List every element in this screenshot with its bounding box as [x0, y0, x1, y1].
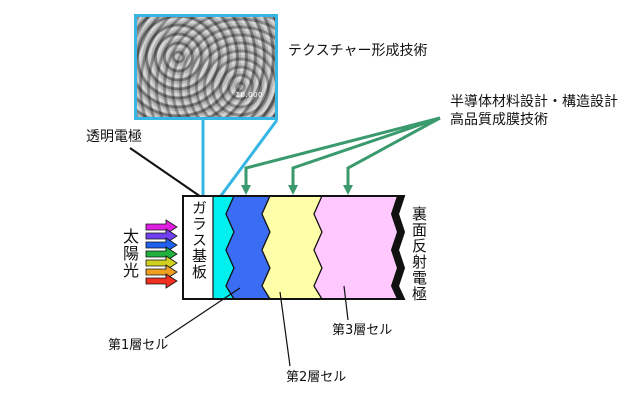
sunlight-arrow-violet [146, 220, 177, 234]
sunlight-arrow-green [146, 247, 177, 261]
cell2-pointer [280, 292, 290, 366]
glass-substrate-label: ガラス基板 [188, 200, 210, 280]
cell2-layer [262, 196, 322, 299]
texture-label: テクスチャー形成技術 [288, 44, 427, 59]
cell3-layer [314, 196, 398, 299]
film-quality-label: 高品質成膜技術 [450, 113, 548, 128]
sunlight-arrow-yellow [146, 256, 177, 270]
sunlight-arrow-orange [146, 265, 177, 279]
cell2-label: 第2層セル [286, 370, 346, 385]
sunlight-arrow-blue [146, 238, 177, 252]
cell3-label: 第3層セル [332, 323, 392, 338]
back-electrode-label: 裏面反射電極 [410, 206, 428, 302]
sunlight-arrows [146, 220, 177, 288]
sunlight-arrow-red [146, 274, 177, 288]
sunlight-arrow-indigo [146, 229, 177, 243]
material-design-label: 半導体材料設計・構造設計 [450, 95, 618, 110]
back-electrode-layer [392, 196, 404, 299]
micrograph-connector-right [220, 120, 277, 197]
sunlight-label: 太陽光 [120, 228, 138, 279]
cell1-label: 第1層セル [108, 338, 168, 353]
transparent-electrode-label: 透明電極 [86, 130, 142, 145]
